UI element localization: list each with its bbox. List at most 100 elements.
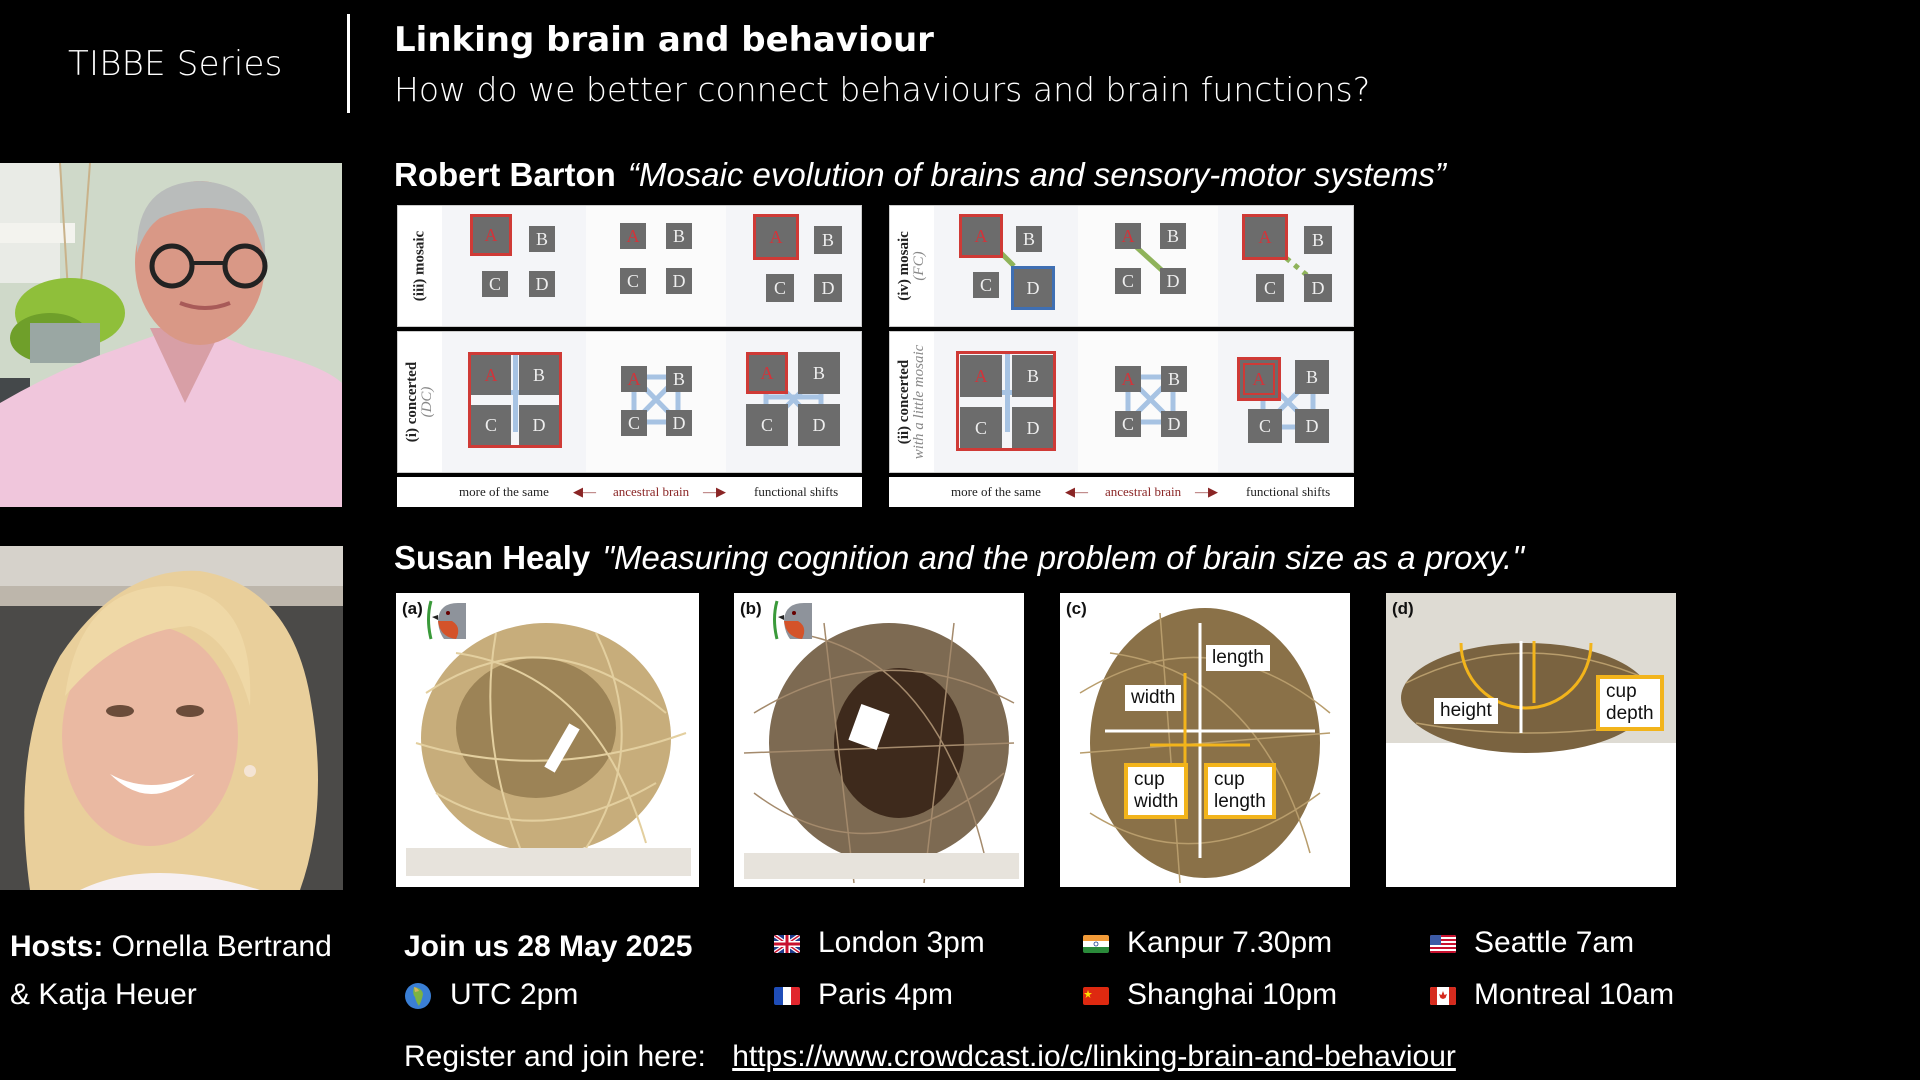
highlight-outline bbox=[959, 214, 1003, 258]
region-box-d: D bbox=[666, 410, 692, 436]
figure-axis: more of the same ◀— ancestral brain —▶ f… bbox=[889, 477, 1354, 507]
time-kanpur: Kanpur 7.30pm bbox=[1083, 926, 1332, 960]
region-box-d: D bbox=[529, 271, 555, 297]
measure-tag-cup-width: cup width bbox=[1124, 763, 1189, 819]
utc-time: UTC 2pm bbox=[450, 978, 579, 1011]
highlight-outline bbox=[956, 351, 1056, 451]
region-box-c: C bbox=[766, 274, 794, 302]
nest-image-a bbox=[406, 623, 691, 876]
register-link[interactable]: https://www.crowdcast.io/c/linking-brain… bbox=[732, 1040, 1456, 1073]
robin-icon bbox=[773, 600, 812, 640]
header-divider bbox=[347, 14, 350, 113]
usa-flag-icon bbox=[1430, 935, 1456, 954]
time-shanghai: Shanghai 10pm bbox=[1083, 978, 1337, 1012]
time-label: Kanpur 7.30pm bbox=[1127, 926, 1333, 959]
host-name-2: & Katja Heuer bbox=[10, 978, 197, 1011]
talk-title-healy: "Measuring cognition and the problem of … bbox=[602, 539, 1524, 576]
speaker-heading-barton: Robert Barton “Mosaic evolution of brains… bbox=[394, 156, 1446, 194]
hosts-label: Hosts: bbox=[10, 930, 104, 963]
barton-figure-left: (iii) mosaic A B C D A B C D A B C D (i)… bbox=[397, 205, 862, 507]
region-box-a: A bbox=[620, 223, 646, 249]
region-box-a: A bbox=[1115, 223, 1141, 249]
region-box-c: C bbox=[1256, 274, 1284, 302]
time-seattle: Seattle 7am bbox=[1430, 926, 1634, 960]
region-box-b: B bbox=[1016, 226, 1042, 252]
region-box-c: C bbox=[1248, 409, 1282, 443]
time-montreal: Montreal 10am bbox=[1430, 978, 1674, 1012]
region-box-c: C bbox=[1115, 268, 1141, 294]
panel-label-d: (d) bbox=[1392, 599, 1414, 618]
axis-right-arrow: —▶ bbox=[1195, 484, 1218, 499]
axis-center-label: ancestral brain bbox=[613, 484, 690, 499]
region-box-b: B bbox=[1161, 366, 1187, 392]
series-label: TIBBE Series bbox=[68, 44, 283, 84]
region-box-b: B bbox=[666, 366, 692, 392]
figure-row-concerted: (i) concerted(DC) A B C D A B C D A B bbox=[397, 331, 862, 473]
register-row: Register and join here: https://www.crow… bbox=[404, 1040, 1456, 1074]
highlight-outline-inner bbox=[1243, 363, 1275, 395]
china-flag-icon bbox=[1083, 987, 1109, 1006]
region-box-c: C bbox=[620, 268, 646, 294]
figure-cell: A B C D bbox=[1218, 332, 1355, 472]
connection-lines bbox=[631, 374, 681, 425]
figure-cell: A B C D bbox=[726, 332, 863, 472]
time-london: London 3pm bbox=[774, 926, 985, 960]
region-box-b: B bbox=[1012, 355, 1054, 397]
region-box-b: B bbox=[519, 355, 559, 395]
region-box-d: D bbox=[1295, 409, 1329, 443]
figure-cell: A B C D bbox=[586, 206, 726, 326]
page-title: Linking brain and behaviour bbox=[394, 20, 934, 60]
region-box-d: D bbox=[666, 268, 692, 294]
region-box-d: D bbox=[1011, 266, 1055, 310]
region-box-c: C bbox=[746, 404, 788, 446]
talk-title-barton: “Mosaic evolution of brains and sensory-… bbox=[627, 156, 1446, 193]
region-box-b: B bbox=[1295, 360, 1329, 394]
highlight-outline bbox=[468, 352, 562, 448]
measure-tag-cup-length: cup length bbox=[1204, 763, 1276, 819]
highlight-outline bbox=[746, 352, 788, 394]
region-box-d: D bbox=[814, 274, 842, 302]
highlight-outline bbox=[1242, 214, 1288, 260]
portrait-healy-image bbox=[0, 546, 343, 890]
time-label: London 3pm bbox=[818, 926, 985, 959]
highlight-outline bbox=[1237, 357, 1281, 401]
highlight-outline bbox=[753, 214, 799, 260]
region-box-b: B bbox=[1160, 223, 1186, 249]
uk-flag-icon bbox=[774, 935, 800, 954]
region-box-a: A bbox=[1115, 366, 1141, 392]
time-label: Paris 4pm bbox=[818, 978, 954, 1011]
host-name-1: Ornella Bertrand bbox=[103, 930, 332, 963]
panel-label-c: (c) bbox=[1066, 599, 1087, 618]
measure-tag-cup-depth: cup depth bbox=[1596, 675, 1664, 731]
nest-panel-a: (a) bbox=[396, 593, 699, 887]
region-box-c: C bbox=[960, 407, 1002, 449]
axis-left-label: more of the same bbox=[459, 484, 549, 499]
barton-figure-right: (iv) mosaic(FC) A B C D A B C D A B C D … bbox=[889, 205, 1354, 507]
region-box-c: C bbox=[482, 271, 508, 297]
nest-image-d bbox=[1386, 593, 1676, 753]
time-label: Montreal 10am bbox=[1474, 978, 1675, 1011]
speaker-name-healy: Susan Healy bbox=[394, 539, 591, 576]
region-box-d: D bbox=[798, 404, 840, 446]
india-flag-icon bbox=[1083, 935, 1109, 954]
nest-image-b bbox=[743, 622, 1019, 884]
speaker-name-barton: Robert Barton bbox=[394, 156, 616, 193]
region-box-a: A bbox=[753, 214, 799, 260]
time-label: Shanghai 10pm bbox=[1127, 978, 1338, 1011]
region-box-b: B bbox=[1304, 226, 1332, 254]
speaker-photo-barton bbox=[0, 163, 342, 507]
region-box-a: A bbox=[1242, 214, 1288, 260]
region-box-a: A bbox=[471, 355, 511, 395]
page-subtitle: How do we better connect behaviours and … bbox=[394, 70, 1371, 109]
panel-label-a: (a) bbox=[402, 599, 423, 618]
highlight-outline-blue bbox=[1011, 266, 1055, 310]
figure-cell: A B C D bbox=[934, 332, 1078, 472]
region-box-c: C bbox=[1115, 411, 1141, 437]
region-box-a: A bbox=[470, 214, 512, 256]
region-box-c: C bbox=[621, 410, 647, 436]
region-box-d: D bbox=[1012, 407, 1054, 449]
figure-cell: A B C D bbox=[1218, 206, 1355, 326]
measure-tag-height: height bbox=[1434, 698, 1498, 724]
figure-cell: A B C D bbox=[442, 332, 586, 472]
highlight-outline bbox=[470, 214, 512, 256]
